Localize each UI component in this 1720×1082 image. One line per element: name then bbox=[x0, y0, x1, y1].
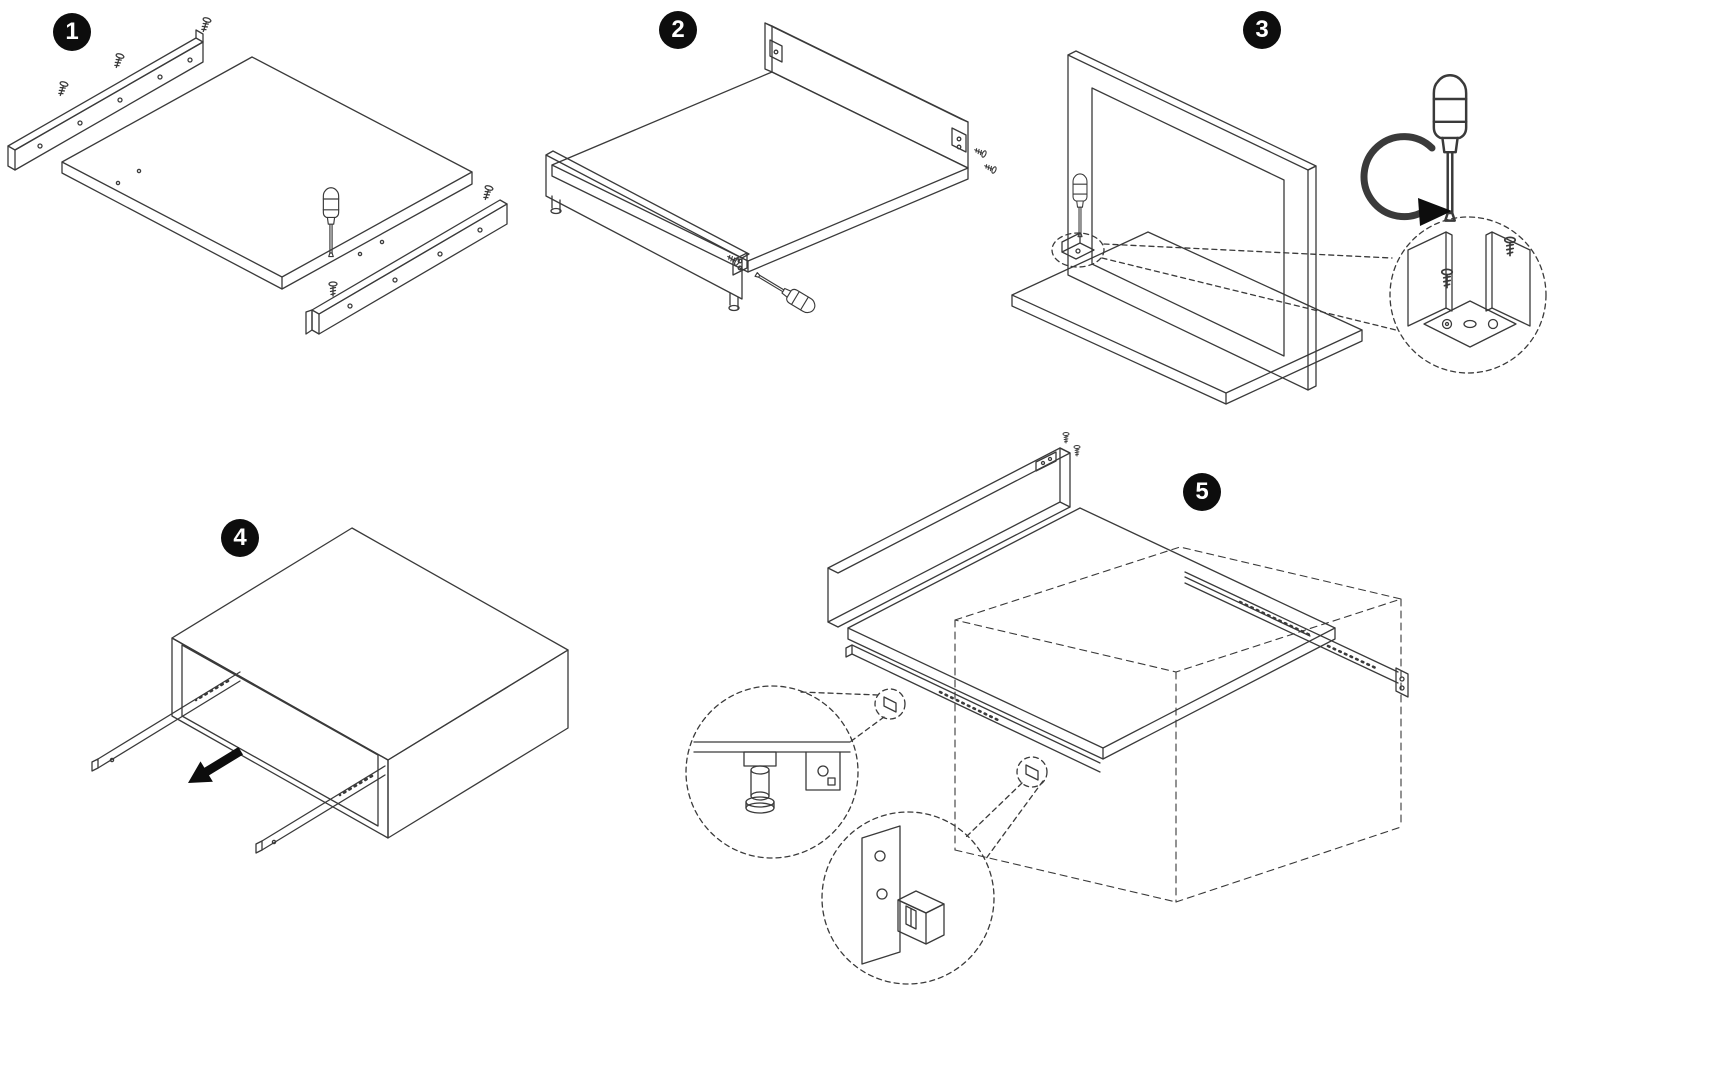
rotation-arrow-icon bbox=[1360, 133, 1452, 226]
zoom-leader-line bbox=[964, 782, 1023, 839]
screw-icon bbox=[480, 184, 495, 202]
step-1-illustration bbox=[7, 16, 508, 335]
slide-rail-right bbox=[305, 199, 508, 335]
zoom-source-circle bbox=[1051, 232, 1105, 268]
drawer-back-panel bbox=[764, 22, 969, 169]
zoom-detail-circle-bracket bbox=[1389, 216, 1547, 374]
corner-bracket bbox=[1061, 232, 1095, 260]
screw-icon bbox=[55, 80, 70, 98]
screw-icon bbox=[111, 52, 126, 70]
zoom-leader-line bbox=[1101, 257, 1397, 331]
base-board bbox=[1011, 231, 1363, 405]
pull-direction-arrow-icon bbox=[188, 747, 243, 783]
zoom-leader-line bbox=[1103, 243, 1393, 259]
slide-rail-lower bbox=[255, 765, 386, 854]
step-3-illustration bbox=[1011, 50, 1547, 405]
zoom-leader-line bbox=[849, 716, 885, 743]
frame-assembly bbox=[1067, 50, 1317, 391]
zoom-leader-line bbox=[799, 691, 879, 696]
slide-rail-far bbox=[1184, 571, 1409, 698]
slide-rail-upper bbox=[91, 671, 241, 772]
step-3-number-badge: 3 bbox=[1243, 11, 1281, 49]
screwdriver-icon bbox=[1432, 74, 1468, 222]
step-5-illustration bbox=[685, 432, 1409, 985]
screw-icon bbox=[1440, 268, 1454, 289]
step-2-number-badge: 2 bbox=[659, 11, 697, 49]
cabinet-box bbox=[171, 527, 569, 839]
drawer-bottom-panel bbox=[61, 56, 473, 290]
step-4-number-badge: 4 bbox=[221, 519, 259, 557]
screw-icon bbox=[1062, 432, 1070, 444]
step-4-illustration bbox=[91, 527, 569, 854]
drawer-front-panel bbox=[545, 150, 750, 312]
screw-icon bbox=[982, 162, 998, 175]
screw-icon bbox=[328, 281, 338, 297]
zoom-leader-line bbox=[984, 780, 1044, 861]
step-1-number-badge: 1 bbox=[53, 13, 91, 51]
step-5-number-badge: 5 bbox=[1183, 473, 1221, 511]
step-2-illustration bbox=[545, 22, 998, 317]
cabinet-outline bbox=[954, 546, 1402, 903]
screwdriver-icon bbox=[1072, 173, 1088, 238]
zoom-detail-circle-slide-pin bbox=[685, 685, 859, 859]
drawer-assembly bbox=[827, 447, 1336, 760]
screw-icon bbox=[972, 146, 988, 159]
slide-rail-left bbox=[7, 29, 204, 171]
drawer-bottom-panel bbox=[551, 71, 969, 273]
slide-rail-near bbox=[845, 644, 1101, 788]
screwdriver-icon bbox=[751, 267, 819, 317]
zoom-detail-circle-latch bbox=[821, 811, 995, 985]
screw-icon bbox=[198, 16, 213, 34]
screw-icon bbox=[1073, 445, 1081, 457]
